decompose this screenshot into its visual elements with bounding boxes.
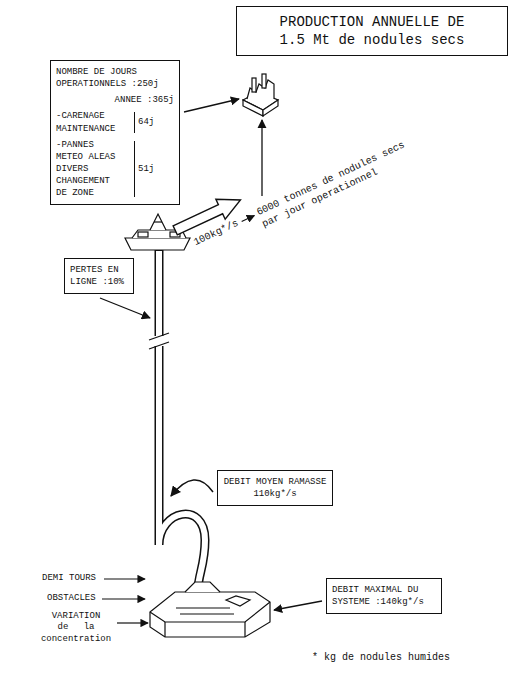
leader-arrow [184, 99, 239, 112]
info-box: DEBIT MOYEN RAMASSE 110kg*/s [217, 470, 333, 506]
bracket-line [127, 141, 135, 198]
output-arrow [242, 216, 255, 222]
ship-icon [150, 214, 166, 230]
factory-icon [263, 100, 278, 116]
leader-arrow [274, 601, 322, 610]
box-text: ANNEE :365j [56, 94, 174, 106]
box-text: 51j [138, 163, 174, 175]
note-label: 6000 tonnes de nodules secs par jour ope… [255, 138, 416, 231]
box-text: PERTES EN LIGNE :10% [70, 264, 128, 288]
box-text: DEBIT MOYEN RAMASSE 110kg*/s [223, 476, 327, 500]
note-label: DEMI TOURS [42, 573, 96, 584]
box-text: -PANNES METEO ALEAS DIVERS CHANGEMENT DE… [56, 139, 124, 200]
leader-arrow [100, 298, 150, 318]
riser-pipe [148, 250, 205, 590]
factor-arrow [117, 622, 148, 623]
info-box: NOMBRE DE JOURS OPERATIONNELS :250jANNEE… [50, 60, 180, 205]
factory-icon [243, 100, 263, 116]
output-arrow [171, 187, 255, 248]
riser-pipe [159, 251, 205, 589]
collector-vehicle [150, 592, 270, 637]
riser-pipe [159, 250, 205, 590]
collector-vehicle [176, 608, 234, 614]
info-box: PERTES EN LIGNE :10% [64, 258, 134, 294]
riser-pipe [149, 342, 169, 349]
factor-arrow [104, 578, 145, 579]
factor-arrow [102, 598, 145, 599]
factory-icon [243, 74, 278, 116]
collector-vehicle [150, 602, 270, 622]
factory-icon [262, 74, 266, 88]
leader-arrow [261, 120, 262, 196]
note-label: VARIATION de la concentration [40, 611, 112, 645]
info-box: DEBIT MAXIMAL DU SYSTEME :140kg*/s [326, 578, 442, 614]
box-text: DEBIT MAXIMAL DU SYSTEME :140kg*/s [332, 584, 436, 608]
ship-icon [154, 221, 162, 222]
note-label: * kg de nodules humides [312, 652, 450, 665]
collector-vehicle [165, 622, 245, 637]
flow-arrow [171, 480, 213, 496]
factory-icon [247, 80, 274, 99]
bracket-line [127, 112, 135, 132]
collector-vehicle [226, 596, 250, 606]
box-text: 64j [138, 116, 174, 128]
box-text: -CARENAGE MAINTENANCE [56, 110, 124, 134]
ship-icon [138, 232, 148, 237]
title-text: PRODUCTION ANNUELLE DE 1.5 Mt de nodules… [272, 13, 472, 49]
riser-pipe [149, 333, 169, 340]
factory-icon [252, 78, 256, 92]
riser-pipe [148, 336, 170, 346]
title-box: PRODUCTION ANNUELLE DE 1.5 Mt de nodules… [236, 6, 508, 56]
box-text: NOMBRE DE JOURS OPERATIONNELS :250j [56, 66, 174, 90]
note-label: OBSTACLES [47, 593, 96, 604]
collector-vehicle [150, 582, 270, 637]
ship-icon [125, 238, 190, 250]
collector-vehicle [185, 582, 220, 592]
